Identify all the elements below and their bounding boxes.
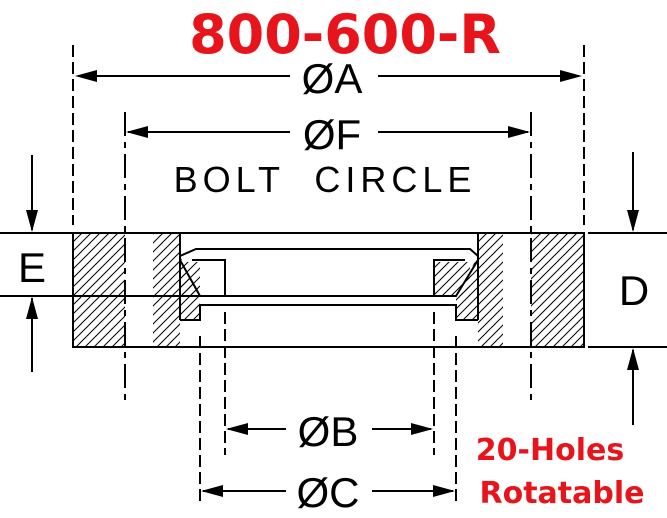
hatch-right-outer xyxy=(531,233,584,347)
bolt-circle-label: BOLT CIRCLE xyxy=(174,159,477,200)
dimension-label-d: D xyxy=(619,267,649,314)
dimension-label-a: ØA xyxy=(302,55,363,102)
dimension-lines xyxy=(26,70,639,497)
dimension-label-e: E xyxy=(18,244,46,291)
flange-cross-section xyxy=(73,233,584,347)
dimension-label-c: ØC xyxy=(297,469,360,516)
dimension-label-f: ØF xyxy=(303,111,361,158)
section-outline xyxy=(0,232,585,348)
hatch-right-knife-edge xyxy=(434,262,470,296)
hatch-right-inner xyxy=(456,233,503,347)
holes-note: 20-Holes xyxy=(476,433,624,468)
horizontal-extension-lines xyxy=(0,232,667,348)
rotatable-note: Rotatable xyxy=(480,476,645,511)
part-number-title: 800-600-R xyxy=(189,3,501,66)
dimension-label-b: ØB xyxy=(298,408,359,455)
bolt-circle-centerlines xyxy=(124,112,532,400)
extension-lines xyxy=(72,45,585,505)
hatch-left-inner xyxy=(153,233,200,347)
hatch-left-outer xyxy=(73,233,125,347)
